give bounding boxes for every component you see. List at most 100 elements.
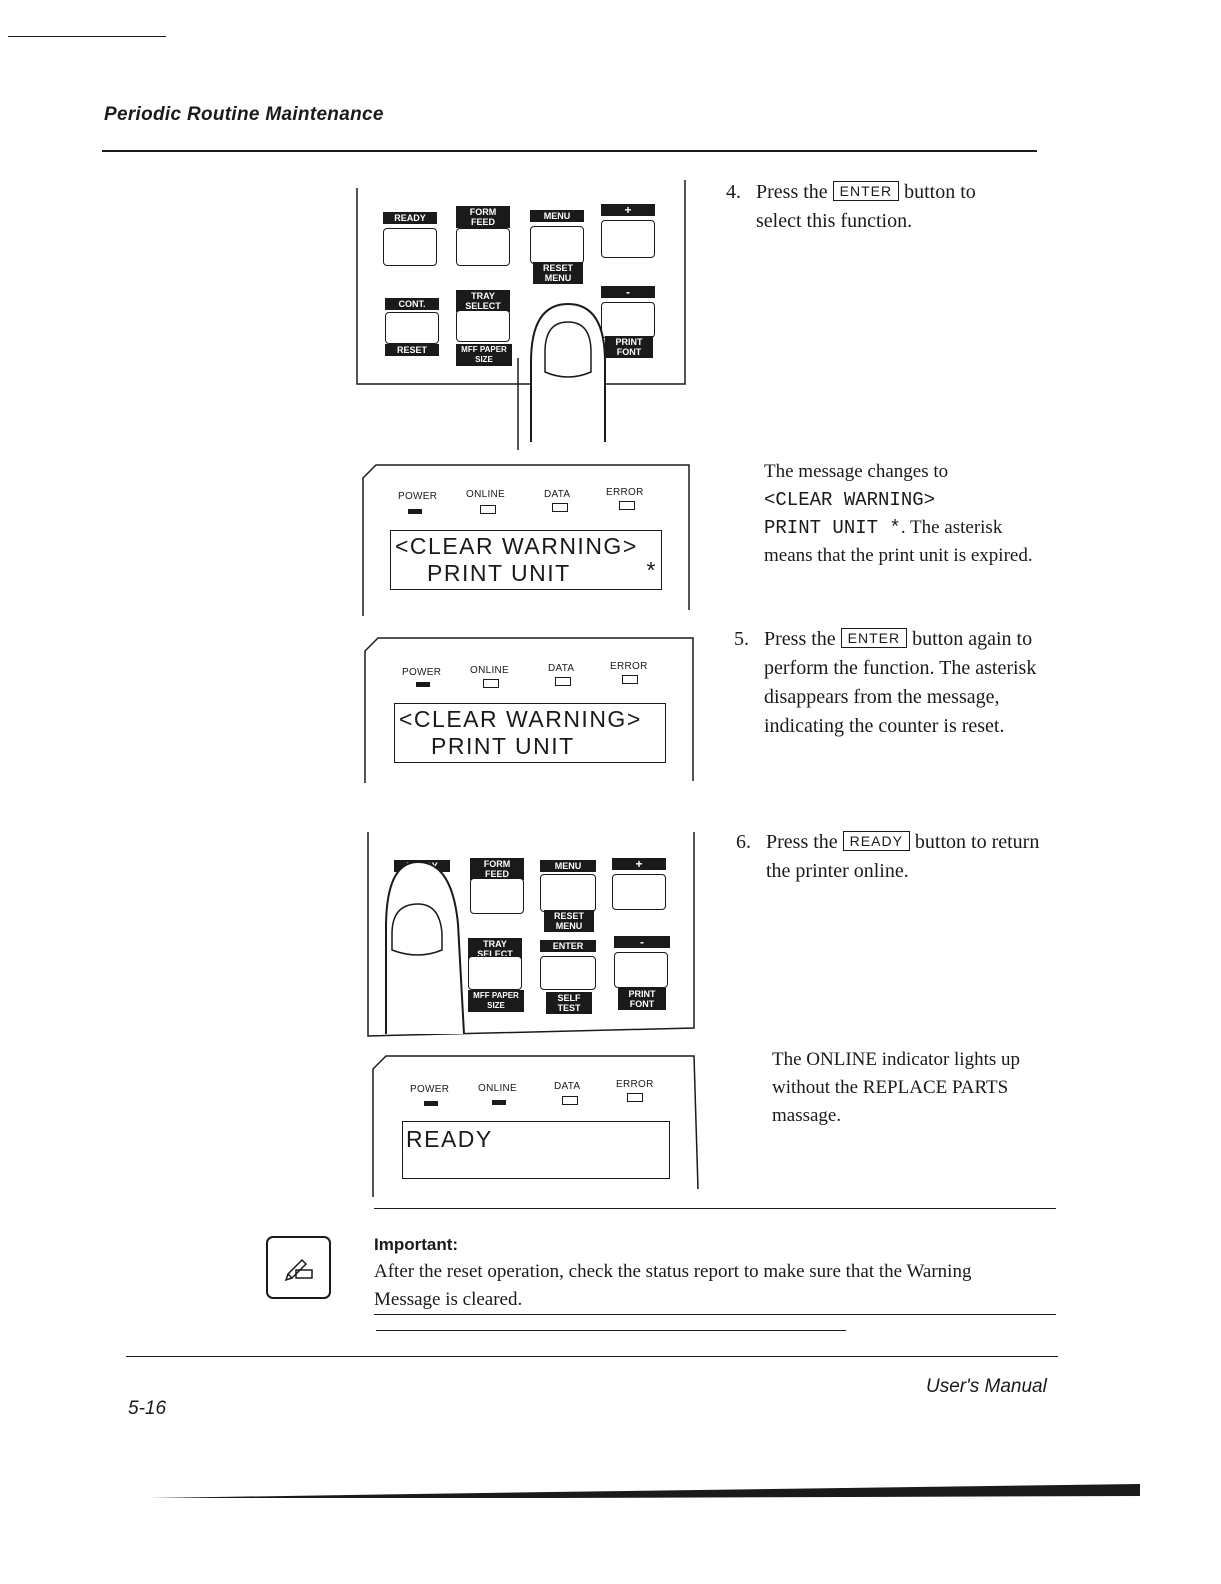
cont-label: CONT.: [385, 298, 439, 310]
lcd-line-2: PRINT UNIT: [427, 560, 571, 586]
error-led: [622, 675, 638, 684]
keypad-panel-2: READY FORM FEED MENU RESET MENU + TRAY S…: [366, 830, 696, 1038]
step-after: button to select this function.: [756, 181, 976, 232]
online-led: [492, 1100, 506, 1105]
enter-label: ENTER: [540, 940, 596, 952]
enter-button-ref: ENTER: [840, 628, 908, 648]
keypad-frame: [367, 832, 695, 1037]
lcd-display: <CLEAR WARNING> PRINT UNIT: [394, 703, 666, 763]
power-label: POWER: [410, 1084, 450, 1095]
error-label: ERROR: [616, 1079, 654, 1090]
form-feed-key[interactable]: [456, 228, 510, 266]
important-text: After the reset operation, check the sta…: [374, 1261, 972, 1310]
menu-key[interactable]: [540, 874, 596, 912]
menu-label: MENU: [540, 860, 596, 872]
plus-key[interactable]: [601, 220, 655, 258]
power-led: [408, 509, 422, 514]
lcd-line-1: <CLEAR WARNING>: [395, 533, 638, 559]
step-number: 4.: [726, 181, 741, 203]
online-led: [483, 679, 499, 688]
paper-size-text: PAPER SIZE: [475, 345, 507, 364]
online-led: [480, 505, 496, 514]
tray-select-key[interactable]: [456, 310, 510, 342]
header-rule: [102, 150, 1037, 152]
note-pencil-icon: [266, 1236, 331, 1299]
tray-select-label: TRAY SELECT: [456, 290, 510, 312]
step-6: 6. Press the READY button to return the …: [736, 828, 1056, 886]
step-text: Press the READY button to return the pri…: [766, 828, 1056, 886]
data-label: DATA: [548, 663, 575, 674]
lcd-display: <CLEAR WARNING> PRINT UNIT *: [390, 530, 662, 590]
online-label: ONLINE: [466, 489, 506, 500]
mff-text: MFF: [473, 991, 490, 1000]
top-left-rule: [8, 36, 166, 37]
manual-title: User's Manual: [926, 1376, 1047, 1397]
enter-key[interactable]: [540, 956, 596, 990]
important-title: Important:: [374, 1235, 459, 1254]
ready-key[interactable]: [383, 228, 437, 266]
lcd-frame: [372, 1055, 699, 1197]
online-label: ONLINE: [470, 665, 510, 676]
print-font-label: PRINT FONT: [605, 336, 653, 358]
step-5: 5. Press the ENTER button again to perfo…: [734, 625, 1054, 741]
minus-key[interactable]: [614, 952, 668, 988]
step-after: button again to perform the function. Th…: [764, 628, 1037, 737]
important-bottom-rule-2: [376, 1330, 846, 1331]
mff-paper-size-label: MFF PAPER SIZE: [468, 990, 524, 1012]
lcd-display: READY: [402, 1121, 670, 1179]
power-led: [424, 1101, 438, 1106]
minus-key[interactable]: [601, 302, 655, 338]
data-led: [552, 503, 568, 512]
data-led: [562, 1096, 578, 1105]
lcd-line-1: <CLEAR WARNING>: [399, 706, 642, 732]
mff-paper-size-label: MFF PAPER SIZE: [456, 344, 512, 366]
mff-text: MFF: [461, 345, 478, 354]
step-number: 5.: [734, 628, 749, 650]
print-font-label: PRINT FONT: [618, 988, 666, 1010]
finger-illustration: [385, 860, 465, 1034]
power-led: [416, 682, 430, 687]
step-before: Press the: [766, 831, 838, 853]
tray-select-key[interactable]: [468, 956, 522, 990]
online-label: ONLINE: [478, 1083, 518, 1094]
keypad-frame: [356, 180, 686, 450]
reset-menu-label: RESET MENU: [544, 910, 594, 932]
data-led: [555, 677, 571, 686]
step-before: Press the: [756, 181, 828, 203]
step-text: Press the ENTER button to select this fu…: [756, 178, 1026, 236]
error-led: [619, 501, 635, 510]
note-line-1: <CLEAR WARNING>: [764, 489, 936, 511]
cont-key[interactable]: [385, 312, 439, 344]
reset-label: RESET: [385, 344, 439, 356]
menu-key[interactable]: [530, 226, 584, 264]
step-before: Press the: [764, 628, 836, 650]
power-label: POWER: [398, 491, 438, 502]
keypad-panel-1: READY FORM FEED MENU RESET MENU + CONT. …: [355, 178, 687, 450]
lcd-frame: [362, 464, 690, 616]
important-bottom-rule-1: [374, 1314, 1056, 1315]
lcd-panel-3: POWER ONLINE DATA ERROR READY: [372, 1055, 700, 1197]
footer-rule: [126, 1356, 1058, 1357]
message-change-note: The message changes to <CLEAR WARNING> P…: [764, 458, 1054, 570]
form-feed-key[interactable]: [470, 878, 524, 914]
data-label: DATA: [554, 1081, 581, 1092]
lcd-line-2: PRINT UNIT: [431, 733, 575, 759]
section-header: Periodic Routine Maintenance: [104, 104, 384, 125]
data-label: DATA: [544, 489, 571, 500]
lcd-line-1: READY: [406, 1126, 493, 1152]
finger-illustration: [530, 302, 606, 442]
tray-select-label: TRAY SELECT: [468, 938, 522, 960]
plus-label: +: [612, 858, 666, 870]
note-after: . The asterisk means that the print unit…: [764, 517, 1033, 566]
form-feed-label: FORM FEED: [470, 858, 524, 880]
minus-label: -: [601, 286, 655, 298]
step-after: button to return the printer online.: [766, 831, 1040, 882]
plus-key[interactable]: [612, 874, 666, 910]
self-test-label: SELF TEST: [546, 992, 592, 1014]
online-note: The ONLINE indicator lights up without t…: [772, 1049, 1021, 1126]
enter-button-ref: ENTER: [832, 181, 900, 201]
minus-label: -: [614, 936, 670, 948]
plus-label: +: [601, 204, 655, 216]
lcd-panel-1: POWER ONLINE DATA ERROR <CLEAR WARNING> …: [362, 464, 690, 616]
error-led: [627, 1093, 643, 1102]
